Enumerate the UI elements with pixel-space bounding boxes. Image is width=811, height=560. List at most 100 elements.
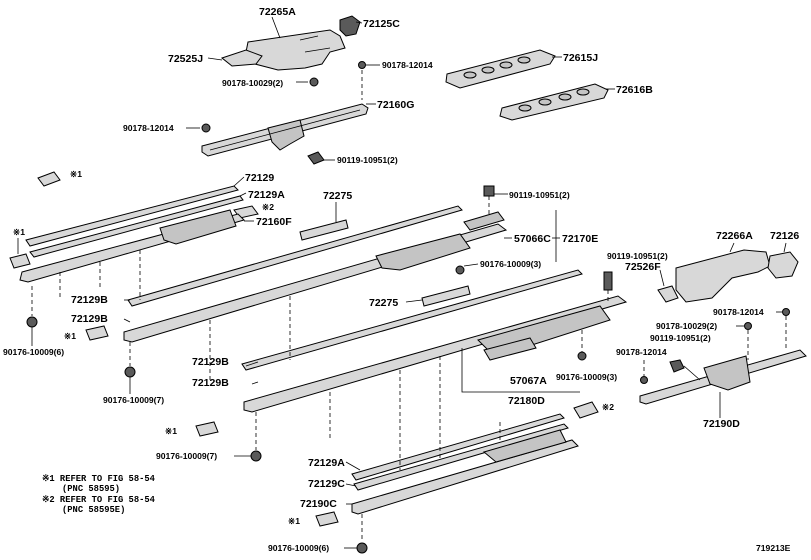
label-72160f: 72160F xyxy=(256,216,292,228)
label-90176-10009-7a: 90176-10009(7) xyxy=(103,395,164,405)
tag-ref2-right xyxy=(573,401,599,419)
tag-ref1-lower xyxy=(85,325,109,341)
label-90176-10009-6b: 90176-10009(6) xyxy=(268,543,329,553)
plate-72616b-switches xyxy=(518,88,590,112)
label-72180d: 72180D xyxy=(508,395,545,407)
label-90119-10951-a: 90119-10951(2) xyxy=(337,155,398,165)
rail-72129a-bottom xyxy=(351,413,565,481)
label-72160g: 72160G xyxy=(377,99,414,111)
ref-mark-2a: ※2 xyxy=(262,202,274,212)
label-57067a: 57067A xyxy=(510,375,547,387)
label-72190d: 72190D xyxy=(703,418,740,430)
cover-72266a xyxy=(675,249,771,303)
label-90178-10029-a: 90178-10029(2) xyxy=(222,78,283,88)
label-90178-12014-c: 90178-12014 xyxy=(713,307,764,317)
label-72129b-c: 72129B xyxy=(192,356,229,368)
label-72526f: 72526F xyxy=(625,261,661,273)
clip-90176-10009-center xyxy=(234,412,262,462)
ref-mark-1d: ※1 xyxy=(165,426,177,436)
label-90178-12014-b: 90178-12014 xyxy=(123,123,174,133)
label-90176-10009-3b: 90176-10009(3) xyxy=(556,372,617,382)
rail-72129 xyxy=(25,185,239,247)
clip-90176-10009-right xyxy=(577,330,587,361)
label-72275-a: 72275 xyxy=(323,190,352,202)
frame-72190d-bracket xyxy=(703,355,751,391)
screw-90119-10951-right xyxy=(603,271,613,302)
ref-mark-1a: ※1 xyxy=(70,169,82,179)
label-90176-10009-7b: 90176-10009(7) xyxy=(156,451,217,461)
screw-90119-10951-top xyxy=(307,151,335,165)
clip-90176-10009-mid xyxy=(455,263,479,275)
clip-90178-12014-left xyxy=(186,123,211,133)
tag-ref1-mid xyxy=(9,253,31,269)
tab-57067a xyxy=(483,337,537,361)
label-90119-10951-b: 90119-10951(2) xyxy=(509,190,570,200)
label-72129b-d: 72129B xyxy=(192,377,229,389)
note-2-line2: (PNC 58595E) xyxy=(62,505,125,515)
cap-72526f xyxy=(657,285,679,303)
label-90119-10951-c: 90119-10951(2) xyxy=(607,251,668,261)
bracket-72275-lower xyxy=(421,285,471,307)
frame-72190c-bracket xyxy=(482,429,567,463)
label-72129: 72129 xyxy=(245,172,274,184)
rail-72129b-upper xyxy=(127,205,463,307)
tag-ref1-top xyxy=(37,171,61,187)
cap-72525j xyxy=(220,49,263,67)
label-72170e: 72170E xyxy=(562,233,598,245)
label-90176-10009-3a: 90176-10009(3) xyxy=(480,259,541,269)
label-72275-b: 72275 xyxy=(369,297,398,309)
label-90178-12014-a: 90178-12014 xyxy=(382,60,433,70)
alignment-lines xyxy=(59,250,501,470)
clip-90176-10009-left xyxy=(26,286,38,346)
knob-72125c xyxy=(339,15,361,37)
bracket-72275-top xyxy=(299,219,349,241)
handle-cover-72265a xyxy=(245,29,346,71)
screw-90119-10951-mid xyxy=(483,185,508,214)
frame-72160f-block xyxy=(159,209,237,245)
ref-mark-1b: ※1 xyxy=(13,227,25,237)
note-1-line2: (PNC 58595) xyxy=(62,484,120,494)
rail-72129b-lower xyxy=(241,269,583,371)
clip-90176-10009-bottom xyxy=(344,514,368,554)
label-90178-10029-b: 90178-10029(2) xyxy=(656,321,717,331)
label-72129a-b: 72129A xyxy=(308,457,345,469)
ref-mark-2b: ※2 xyxy=(602,402,614,412)
label-72266a: 72266A xyxy=(716,230,753,242)
label-72265a: 72265A xyxy=(259,6,296,18)
clip-90178-12014-right-b xyxy=(640,360,648,384)
ref-mark-1c: ※1 xyxy=(64,331,76,341)
ref-mark-1e: ※1 xyxy=(288,516,300,526)
label-72190c: 72190C xyxy=(300,498,337,510)
tab-57066c xyxy=(463,211,505,231)
clip-90176-10009-left-2 xyxy=(124,342,136,394)
screw-90119-10951-right-b xyxy=(669,359,701,381)
plate-72615j-switches xyxy=(463,56,531,79)
plate-72616b xyxy=(499,83,609,121)
label-90119-10951-d: 90119-10951(2) xyxy=(650,333,711,343)
label-72126: 72126 xyxy=(770,230,799,242)
clip-90178-10029-top xyxy=(296,77,319,87)
tag-ref1-bottom xyxy=(315,511,339,527)
label-72616b: 72616B xyxy=(616,84,653,96)
reference-notes: ※1 REFER TO FIG 58-54 (PNC 58595) ※2 REF… xyxy=(42,474,156,515)
note-2-line1: ※2 REFER TO FIG 58-54 xyxy=(42,495,156,505)
diagram-id: 719213E xyxy=(756,543,791,553)
clip-90178-12014-right xyxy=(776,308,790,350)
label-72129b-a: 72129B xyxy=(71,294,108,306)
handle-cover-detail xyxy=(299,35,331,53)
label-72125c: 72125C xyxy=(363,18,400,30)
track-72160g-bracket xyxy=(267,119,305,151)
reference-marks: ※1 ※2 ※1 ※1 ※1 ※2 ※1 xyxy=(13,169,614,526)
note-1-line1: ※1 REFER TO FIG 58-54 xyxy=(42,474,156,484)
label-72615j: 72615J xyxy=(563,52,598,64)
tag-ref1-third xyxy=(195,421,219,437)
part-labels: 72265A 72125C 72525J 72615J 72616B 90178… xyxy=(3,6,799,553)
rail-72129c xyxy=(353,423,569,491)
cap-72126 xyxy=(767,251,799,279)
label-90178-12014-d: 90178-12014 xyxy=(616,347,667,357)
label-72129a-a: 72129A xyxy=(248,189,285,201)
label-57066c: 57066C xyxy=(514,233,551,245)
frame-second-bracket xyxy=(375,233,471,271)
clip-90178-10029-right xyxy=(736,322,752,360)
